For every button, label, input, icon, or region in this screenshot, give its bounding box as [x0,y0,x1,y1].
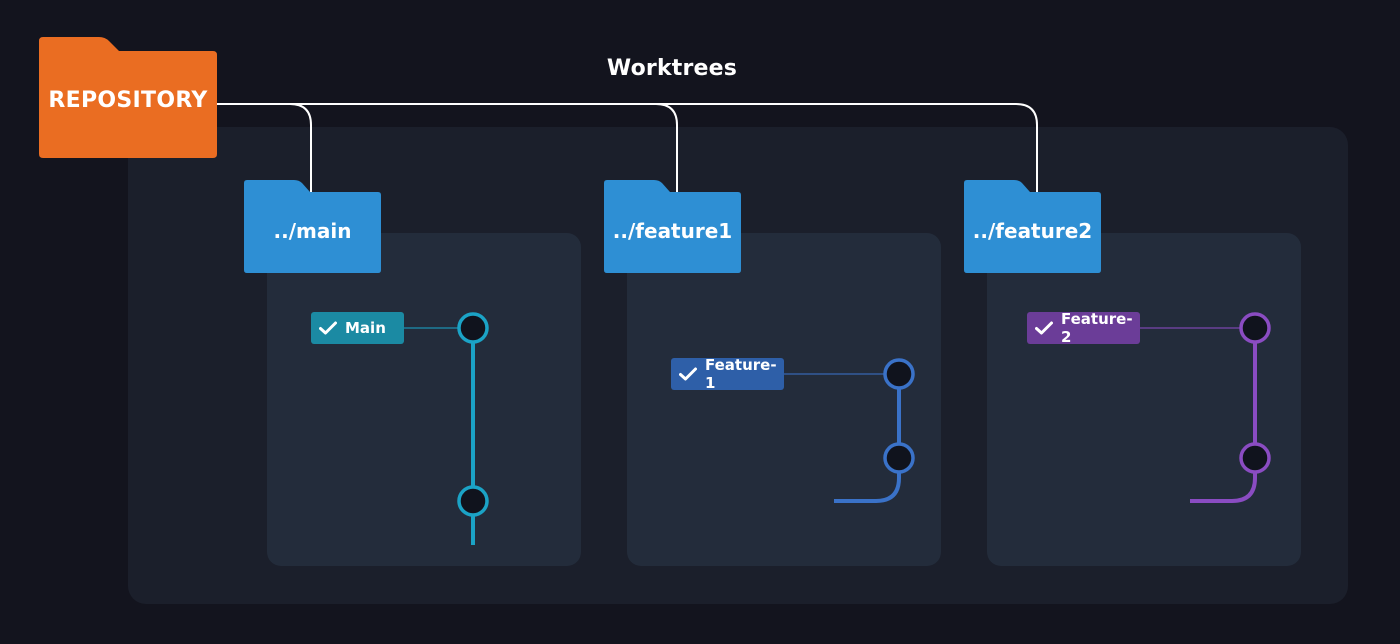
feature1-commit-base [883,442,915,474]
connector-feature2 [656,103,1038,192]
feature2-branch-label: Feature-2 [1061,310,1133,346]
repository-folder-icon [39,37,217,158]
feature2-branch-merge [1190,472,1257,503]
main-branch-tag: Main [311,312,404,344]
main-folder-icon [244,180,381,273]
repository-label: REPOSITORY [48,88,208,113]
feature1-folder-label: ../feature1 [612,219,733,243]
feature2-worktree-card [987,233,1301,566]
feature1-branch-tag: Feature-1 [671,356,784,392]
feature2-branch-graph [1140,312,1271,503]
check-icon [319,321,337,335]
main-folder-label: ../main [273,219,352,243]
diagram-title: Worktrees [606,56,738,81]
check-icon [679,367,697,381]
check-icon [1035,321,1053,335]
main-branch-label: Main [345,319,386,337]
main-commit-head [457,312,489,344]
feature2-folder-icon [964,180,1101,273]
main-branch-graph [404,312,489,545]
feature1-branch-merge [834,472,901,503]
feature1-branch-graph [784,358,915,503]
feature1-folder-icon [604,180,741,273]
main-worktree-card [267,233,581,566]
feature2-commit-base [1239,442,1271,474]
feature2-branch-tag: Feature-2 [1027,310,1140,346]
feature2-folder-label: ../feature2 [972,219,1093,243]
main-commit-base [457,485,489,517]
feature1-branch-label: Feature-1 [705,356,777,392]
feature2-commit-head [1239,312,1271,344]
feature1-commit-head [883,358,915,390]
feature1-worktree-card [627,233,941,566]
